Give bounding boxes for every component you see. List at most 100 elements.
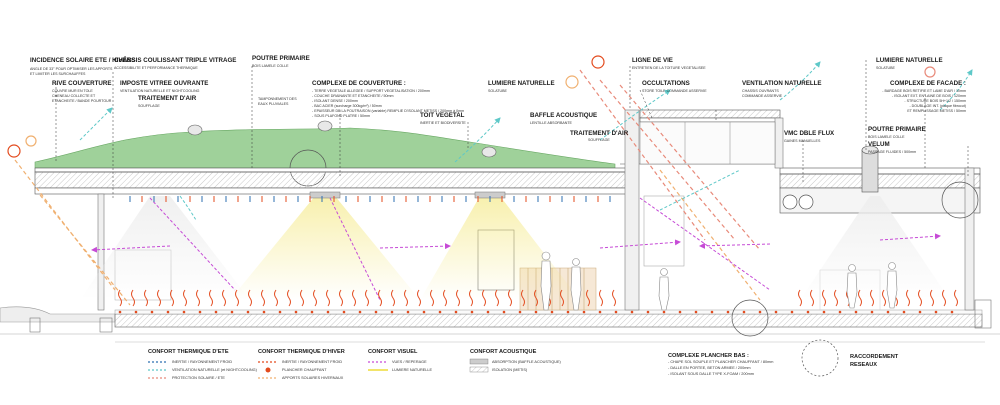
heat-mark — [300, 289, 304, 307]
annotation-line: ET REMPLISSAGE METISS / 50mm — [907, 109, 966, 113]
ground-slab — [0, 299, 1000, 335]
floor-heating-dot — [342, 310, 346, 314]
heat-mark — [858, 289, 862, 307]
heat-mark — [326, 289, 330, 307]
floor-heating-dot — [470, 310, 474, 314]
floor-heating-dot — [422, 310, 426, 314]
floor-heating-dot — [454, 310, 458, 314]
vmc-duct — [798, 194, 814, 210]
baffle-acoustic — [309, 191, 341, 199]
floor-heating-dot — [918, 310, 922, 314]
floor-heating-dot — [582, 310, 586, 314]
light-cones — [80, 191, 950, 300]
solar-rays — [14, 69, 761, 306]
floor-heating-dot — [662, 310, 666, 314]
heat-mark — [170, 289, 174, 307]
floor-heating-dot — [534, 310, 538, 314]
solatube-dome — [481, 146, 497, 158]
people-silhouettes — [540, 251, 898, 311]
lumiere-center-label: LUMIERE NATURELLE — [488, 80, 555, 87]
leader-lines — [55, 60, 969, 200]
heat-mark — [274, 289, 278, 307]
heat-mark — [391, 289, 395, 307]
floor-heating-dot — [134, 310, 138, 314]
poutre-sub: BOIS LAMELE COLLE — [252, 64, 289, 68]
legend-plancher-line: - DALLE EN PORTEE, BETON ARMEE / 200mm — [668, 366, 751, 370]
baffle-label: BAFFLE ACOUSTIQUE — [530, 112, 597, 119]
toit-label: TOIT VEGETAL — [420, 112, 465, 119]
poutre-label: POUTRE PRIMAIRE — [252, 55, 310, 62]
chassis-sub: ACCESSIBILITE ET PERFORMANCE THERMIQUE — [114, 66, 198, 70]
annotation-line: - DOUBLAGE INT. (plaque fibrocut) — [909, 104, 966, 108]
rive-sub: COUVRE MUR EN TOLE — [52, 89, 93, 93]
floor-heating-dot — [406, 310, 410, 314]
floor-heating-dot — [358, 310, 362, 314]
sun-symbols — [7, 55, 936, 158]
heat-mark — [560, 289, 564, 307]
facade-lines: - BARDAGE BOIS RETIFIE ET LAME D'AIR / 1… — [882, 89, 966, 113]
legend-acoustique-item: ISOLATION (METIS) — [492, 368, 528, 372]
floor-heating-dot — [278, 310, 282, 314]
imposte-sub: VENTILATION NATURELLE ET NIGHTCOOLING — [120, 89, 200, 93]
baffle-sub: LENTILLE ABSORBANTE — [530, 121, 573, 125]
floor-heating-dot — [486, 310, 490, 314]
air-flow — [79, 61, 973, 221]
annotation-line: - SOUS PLAFOND PLATRE / 50mm — [312, 114, 370, 118]
ventilation-label: VENTILATION NATURELLE — [742, 80, 822, 87]
floor-heating-dot — [838, 310, 842, 314]
heat-mark — [365, 289, 369, 307]
solatube-dome — [187, 124, 203, 136]
floor-heating-dot — [790, 310, 794, 314]
annotation-line: - COUCHE DRAINANTE ET ETANCHEITE / 50mm — [312, 94, 394, 98]
floor-heating-dot — [630, 310, 634, 314]
floor-heating-dot — [374, 310, 378, 314]
floor-heating-dot — [198, 310, 202, 314]
view-arrows — [91, 197, 941, 301]
legend-acoustique-item: ABSORPTION (BAFFLE ACOUSTIQUE) — [492, 360, 562, 364]
vmc-label: VMC DBLE FLUX — [784, 130, 835, 137]
floor-heating-dot — [598, 310, 602, 314]
heat-mark — [954, 289, 958, 307]
heat-mark — [313, 289, 317, 307]
lumiere-center-sub: SOLATUBE — [488, 89, 508, 93]
heat-mark — [810, 289, 814, 307]
heat-mark — [339, 289, 343, 307]
heat-mark — [144, 289, 148, 307]
heat-mark — [131, 289, 135, 307]
floor-heating-dot — [182, 310, 186, 314]
floor-heating-dot — [326, 310, 330, 314]
ventilation-sub: CHASSIS OUVRANTS — [742, 89, 779, 93]
lumiere-right-label: LUMIERE NATURELLE — [876, 57, 943, 64]
tamponnement-sub: TAMPONNEMENT DES — [258, 97, 297, 101]
solatube-dome — [317, 120, 333, 132]
floor-heating-dot — [390, 310, 394, 314]
legend-hiver-item: APPORTS SOLAIRES HIVERNAUX — [282, 376, 344, 380]
legend-visuel-item: VUES / REPERAGE — [392, 360, 427, 364]
heat-mark — [235, 289, 239, 307]
floor-heating-dot — [678, 310, 682, 314]
floor-heating-dot — [854, 310, 858, 314]
legend-hiver-item: PLANCHER CHAUFFANT — [282, 368, 327, 372]
annotation-line: - BAC ACIER (surcharge 300kg/m²) / 50mm — [312, 104, 382, 108]
heat-mark — [599, 289, 603, 307]
heat-mark — [352, 289, 356, 307]
heat-mark — [118, 289, 122, 307]
heat-mark — [196, 289, 200, 307]
legend-hiver-item: INERTIE / RAYONNEMENT FROID — [282, 360, 342, 364]
floor-heating-dot — [902, 310, 906, 314]
heat-mark — [456, 289, 460, 307]
heat-mark — [157, 289, 161, 307]
heat-mark — [870, 289, 874, 307]
floor-heating-dot — [438, 310, 442, 314]
legend-ete-item: PROTECTION SOLAIRE / ETE — [172, 376, 225, 380]
heat-mark — [378, 289, 382, 307]
legend-plancher-line: - ISOLANT SOUS DALLE TYPE X-FOAM / 200mm — [668, 372, 754, 376]
heat-mark — [443, 289, 447, 307]
heat-mark — [469, 289, 473, 307]
heat-mark — [586, 289, 590, 307]
occultations-label: OCCULTATIONS — [642, 80, 690, 87]
heat-mark — [209, 289, 213, 307]
ventilation-sub: COMMANDE ASSERVIE — [742, 94, 783, 98]
facade-label: COMPLEXE DE FACADE : — [890, 80, 966, 87]
